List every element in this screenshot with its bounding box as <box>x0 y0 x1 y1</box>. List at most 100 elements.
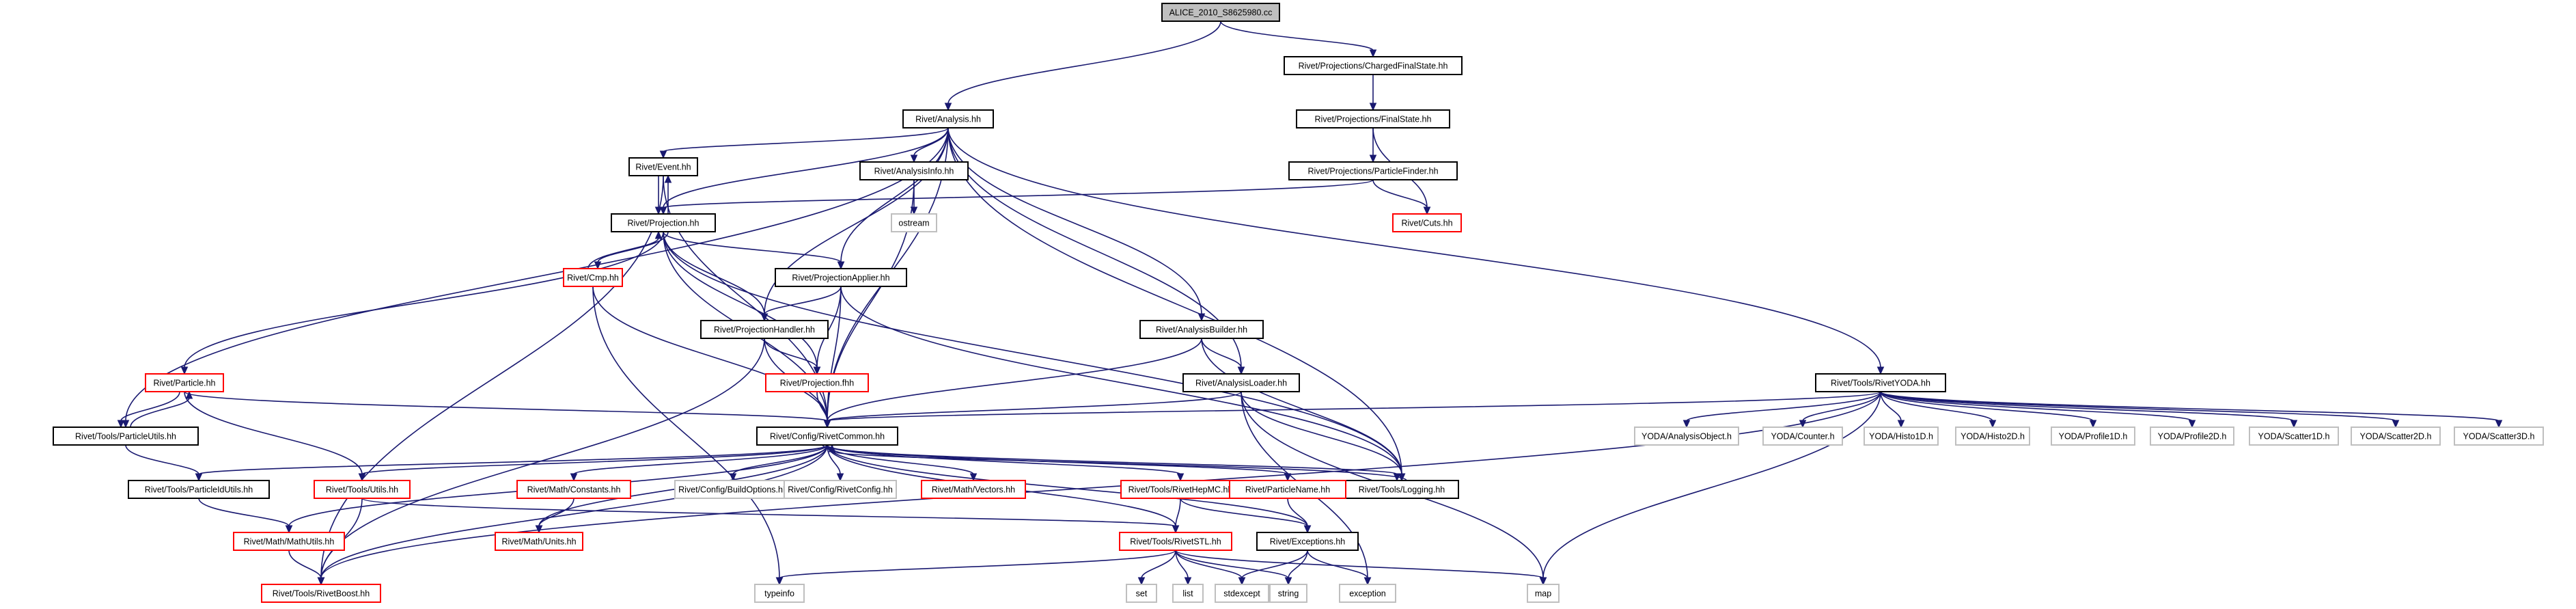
node-label: YODA/Scatter2D.h <box>2360 432 2432 442</box>
node-abuilder[interactable]: Rivet/AnalysisBuilder.hh <box>1139 320 1264 339</box>
node-label: Rivet/Tools/RivetSTL.hh <box>1130 537 1221 547</box>
node-box <box>1182 373 1300 392</box>
node-stl[interactable]: Rivet/Tools/RivetSTL.hh <box>1119 532 1232 551</box>
node-box <box>1229 480 1346 499</box>
node-ainfo[interactable]: Rivet/AnalysisInfo.hh <box>859 161 969 180</box>
node-list[interactable]: list <box>1172 584 1204 603</box>
node-label: Rivet/ProjectionHandler.hh <box>714 325 815 335</box>
node-label: Rivet/Math/Units.hh <box>501 537 576 547</box>
node-cuts[interactable]: Rivet/Cuts.hh <box>1392 213 1462 232</box>
node-pname[interactable]: Rivet/ParticleName.hh <box>1229 480 1346 499</box>
node-mathutils[interactable]: Rivet/Math/MathUtils.hh <box>233 532 345 551</box>
node-aloader[interactable]: Rivet/AnalysisLoader.hh <box>1182 373 1300 392</box>
edge-pidutils-to-mathutils <box>198 498 293 534</box>
arrowhead <box>1137 577 1146 586</box>
node-fs[interactable]: Rivet/Projections/FinalState.hh <box>1296 109 1450 128</box>
arrowhead <box>910 154 918 163</box>
node-tutils[interactable]: Rivet/Tools/Utils.hh <box>314 480 411 499</box>
edge-ryoda-to-map <box>1539 391 1881 586</box>
node-y_h1[interactable]: YODA/Histo1D.h <box>1864 427 1939 446</box>
node-label: Rivet/AnalysisBuilder.hh <box>1156 325 1247 335</box>
arrowhead <box>594 261 602 270</box>
arrowhead <box>664 174 672 183</box>
node-label: Rivet/Projection.hh <box>628 219 700 228</box>
node-exceptions[interactable]: Rivet/Exceptions.hh <box>1256 532 1359 551</box>
node-common[interactable]: Rivet/Config/RivetCommon.hh <box>756 427 898 446</box>
node-box <box>233 532 345 551</box>
node-putils[interactable]: Rivet/Tools/ParticleUtils.hh <box>53 427 199 446</box>
node-y_p2[interactable]: YODA/Profile2D.h <box>2150 427 2234 446</box>
node-label: Rivet/Tools/RivetBoost.hh <box>273 589 370 599</box>
node-y_s1[interactable]: YODA/Scatter1D.h <box>2249 427 2339 446</box>
arrowhead <box>1423 206 1431 215</box>
node-box <box>516 480 631 499</box>
node-ryoda[interactable]: Rivet/Tools/RivetYODA.hh <box>1815 373 1946 392</box>
node-label: Rivet/AnalysisLoader.hh <box>1195 379 1287 388</box>
node-label: Rivet/Math/Vectors.hh <box>932 485 1015 495</box>
node-label: Rivet/Projection.fhh <box>780 379 854 388</box>
node-y_counter[interactable]: YODA/Counter.h <box>1762 427 1843 446</box>
node-label: YODA/Profile1D.h <box>2059 432 2128 442</box>
node-label: exception <box>1349 589 1386 599</box>
edge-stl-to-set <box>1137 550 1176 586</box>
node-buildopts[interactable]: Rivet/Config/BuildOptions.hh <box>674 480 792 499</box>
node-y_s3[interactable]: YODA/Scatter3D.h <box>2454 427 2544 446</box>
node-set[interactable]: set <box>1126 584 1157 603</box>
node-pidutils[interactable]: Rivet/Tools/ParticleIdUtils.hh <box>128 480 270 499</box>
arrowhead <box>117 420 125 429</box>
node-string[interactable]: string <box>1269 584 1307 603</box>
node-y_s2[interactable]: YODA/Scatter2D.h <box>2351 427 2441 446</box>
node-units[interactable]: Rivet/Math/Units.hh <box>495 532 583 551</box>
node-y_p1[interactable]: YODA/Profile1D.h <box>2051 427 2135 446</box>
node-vectors[interactable]: Rivet/Math/Vectors.hh <box>921 480 1026 499</box>
edge-stl-to-map <box>1175 550 1547 586</box>
node-typeinfo[interactable]: typeinfo <box>754 584 805 603</box>
node-constants[interactable]: Rivet/Math/Constants.hh <box>516 480 631 499</box>
arrowhead <box>836 473 844 482</box>
node-box <box>261 584 381 603</box>
arrowhead <box>760 313 768 322</box>
node-particle[interactable]: Rivet/Particle.hh <box>145 373 224 392</box>
arrowhead <box>659 206 667 215</box>
node-root[interactable]: ALICE_2010_S8625980.cc <box>1161 3 1280 22</box>
arrowhead <box>1237 366 1245 375</box>
node-boost[interactable]: Rivet/Tools/RivetBoost.hh <box>261 584 381 603</box>
edge-proj-to-cmp <box>594 231 669 270</box>
node-ostream[interactable]: ostream <box>891 213 937 232</box>
node-y_h2[interactable]: YODA/Histo2D.h <box>1955 427 2030 446</box>
node-event[interactable]: Rivet/Event.hh <box>628 157 698 176</box>
node-map[interactable]: map <box>1527 584 1560 603</box>
node-label: YODA/Scatter3D.h <box>2463 432 2535 442</box>
edge-ryoda-to-y_h2 <box>1880 391 1997 429</box>
node-hepmc[interactable]: Rivet/Tools/RivetHepMC.hh <box>1120 480 1241 499</box>
node-proj[interactable]: Rivet/Projection.hh <box>611 213 716 232</box>
node-papplier[interactable]: Rivet/ProjectionApplier.hh <box>775 268 907 287</box>
node-cmp[interactable]: Rivet/Cmp.hh <box>563 268 623 287</box>
arrowhead <box>813 366 821 375</box>
arrowhead <box>2188 420 2196 429</box>
node-phandler[interactable]: Rivet/ProjectionHandler.hh <box>700 320 829 339</box>
edge-analysis-to-logging <box>947 127 1406 482</box>
node-stdexcept[interactable]: stdexcept <box>1215 584 1269 603</box>
arrowhead <box>659 150 667 159</box>
node-pfwd[interactable]: Rivet/Projection.fhh <box>765 373 869 392</box>
node-label: Rivet/Exceptions.hh <box>1270 537 1346 547</box>
node-label: Rivet/Config/RivetConfig.hh <box>788 485 893 495</box>
node-exception[interactable]: exception <box>1339 584 1396 603</box>
node-y_ao[interactable]: YODA/AnalysisObject.h <box>1634 427 1739 446</box>
node-box <box>611 213 716 232</box>
node-box <box>495 532 583 551</box>
node-box <box>1527 584 1560 603</box>
node-box <box>2249 427 2339 446</box>
node-pfinder[interactable]: Rivet/Projections/ParticleFinder.hh <box>1288 161 1458 180</box>
node-label: Rivet/Particle.hh <box>153 379 215 388</box>
node-analysis[interactable]: Rivet/Analysis.hh <box>902 109 994 128</box>
node-label: YODA/Histo1D.h <box>1869 432 1933 442</box>
node-rconfig[interactable]: Rivet/Config/RivetConfig.hh <box>784 480 897 499</box>
node-box <box>1762 427 1843 446</box>
node-cfs[interactable]: Rivet/Projections/ChargedFinalState.hh <box>1284 56 1463 75</box>
node-logging[interactable]: Rivet/Tools/Logging.hh <box>1344 480 1459 499</box>
arrowhead <box>185 390 193 399</box>
edge-abuilder-to-aloader <box>1201 338 1245 375</box>
node-box <box>563 268 623 287</box>
